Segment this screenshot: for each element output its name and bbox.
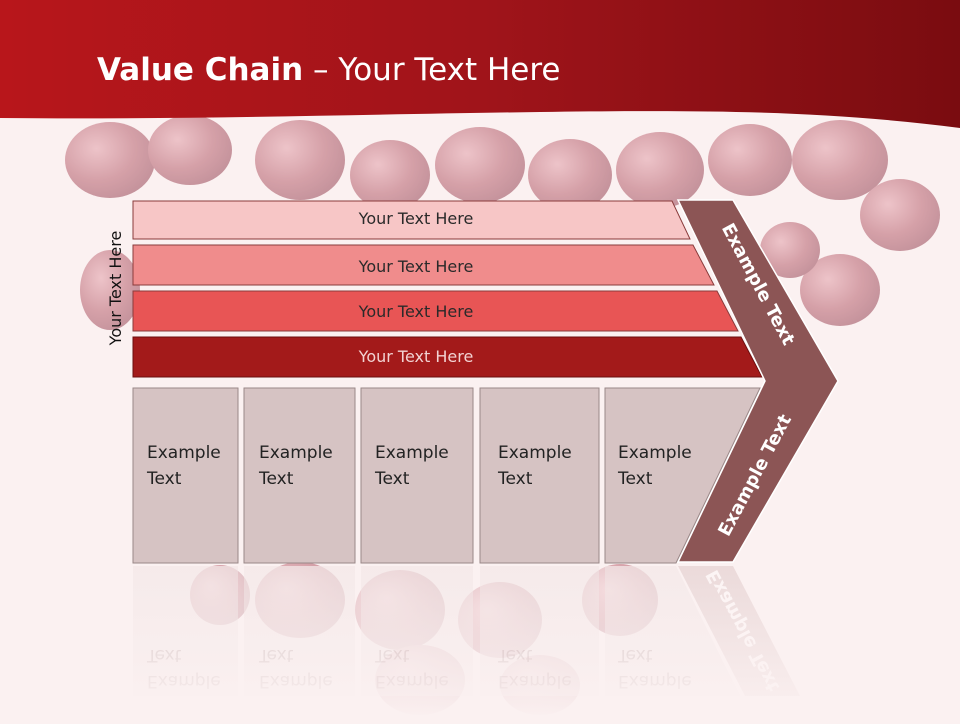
chevron-arrow bbox=[676, 199, 839, 563]
box-2-line1: Example bbox=[259, 443, 333, 463]
bar-1-label: Your Text Here bbox=[358, 209, 474, 228]
box-4 bbox=[479, 387, 600, 564]
reflection-fade bbox=[120, 566, 820, 720]
bar-2-label: Your Text Here bbox=[358, 257, 474, 276]
side-label: Your Text Here bbox=[106, 231, 125, 347]
box-3 bbox=[360, 387, 474, 564]
slide-title: Value Chain – Your Text Here bbox=[97, 52, 560, 88]
title-bold: Value Chain bbox=[97, 52, 304, 88]
box-5-line2: Text bbox=[617, 469, 653, 489]
box-2 bbox=[243, 387, 356, 564]
bar-3-label: Your Text Here bbox=[358, 302, 474, 321]
box-3-line1: Example bbox=[375, 443, 449, 463]
box-1 bbox=[132, 387, 239, 564]
box-5-line1: Example bbox=[618, 443, 692, 463]
bar-2 bbox=[132, 244, 715, 286]
box-3-line2: Text bbox=[374, 469, 410, 489]
box-2-line2: Text bbox=[258, 469, 294, 489]
box-1-line1: Example bbox=[147, 443, 221, 463]
bars-group: Your Text Here Your Text Here Your Text … bbox=[132, 200, 763, 378]
bar-3 bbox=[132, 290, 739, 332]
title-rest: – Your Text Here bbox=[303, 52, 561, 88]
box-4-line1: Example bbox=[498, 443, 572, 463]
bar-1 bbox=[132, 200, 691, 240]
boxes-group: Example Text Example Text Example Text E… bbox=[132, 387, 761, 564]
bar-4 bbox=[132, 336, 763, 378]
box-4-line2: Text bbox=[497, 469, 533, 489]
box-5 bbox=[604, 387, 761, 564]
box-1-line2: Text bbox=[146, 469, 182, 489]
bar-4-label: Your Text Here bbox=[358, 347, 474, 366]
header-band bbox=[0, 0, 960, 128]
